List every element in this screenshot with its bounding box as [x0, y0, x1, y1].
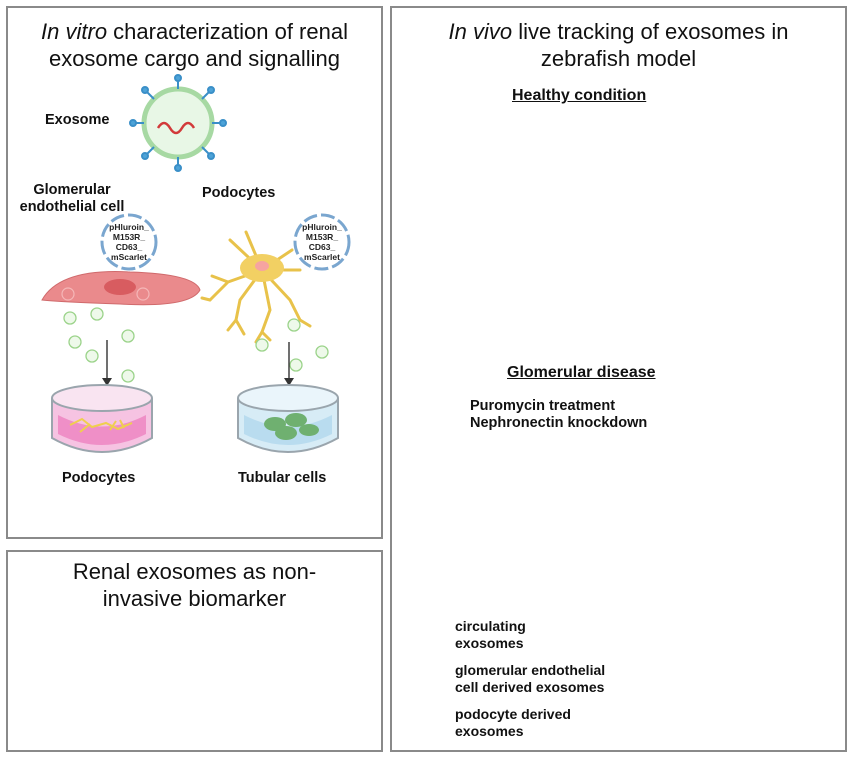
petri-dish-tubular — [237, 384, 339, 453]
arrow-down-right — [284, 342, 294, 386]
panel-biomarker-title: Renal exosomes as non- invasive biomarke… — [8, 558, 381, 612]
vivo-title-italic: In vivo — [448, 19, 513, 44]
treatment-label: Puromycin treatment Nephronectin knockdo… — [470, 398, 647, 432]
plasmid-left-label: pHluroin_ M153R_ CD63_ mScarlet — [102, 222, 156, 262]
plasmid-right — [293, 213, 351, 271]
gec-label-line2: endothelial cell — [19, 199, 125, 215]
healthy-condition-label: Healthy condition — [512, 87, 647, 104]
plasmid-line: CD63_ — [115, 242, 143, 252]
legend-label: podocyte derived — [455, 706, 571, 722]
plasmid-line: M153R_ — [112, 232, 146, 242]
panel-in-vivo: In vivo live tracking of exosomes in zeb… — [390, 6, 847, 752]
legend-endothelial: glomerular endothelial cell derived exos… — [455, 662, 605, 696]
legend-label: circulating — [455, 618, 526, 634]
title-rest: characterization of renal — [107, 19, 348, 44]
dish-right-label: Tubular cells — [238, 470, 327, 486]
plasmid-line: mScarlet — [111, 252, 147, 262]
legend-label: glomerular endothelial — [455, 662, 606, 678]
treatment-line2: Nephronectin knockdown — [470, 415, 648, 431]
exosome-label: Exosome — [45, 112, 110, 128]
plasmid-line: pHluroin_ — [109, 222, 149, 232]
panel-in-vitro-title: In vitro characterization of renal exoso… — [8, 18, 381, 72]
biomarker-title-line1: Renal exosomes as non- — [72, 559, 317, 584]
legend-podocyte: podocyte derived exosomes — [455, 706, 571, 740]
glomerular-disease-label: Glomerular disease — [507, 364, 656, 381]
dish-left-label: Podocytes — [62, 470, 136, 486]
gec-label-line1: Glomerular — [33, 182, 111, 198]
gec-label: Glomerular endothelial cell — [10, 182, 134, 216]
plasmid-line: mScarlet — [304, 252, 340, 262]
panel-in-vivo-title: In vivo live tracking of exosomes in zeb… — [392, 18, 845, 72]
title-italic: In vitro — [41, 19, 108, 44]
plasmid-right-label: pHluroin_ M153R_ CD63_ mScarlet — [295, 222, 349, 262]
vivo-title-line2: zebrafish model — [540, 46, 697, 71]
legend-circulating: circulating exosomes — [455, 618, 526, 652]
legend-label: exosomes — [455, 635, 524, 651]
released-exosomes-left — [63, 307, 135, 383]
petri-dish-podocytes — [51, 384, 153, 453]
plasmid-line: pHluroin_ — [302, 222, 342, 232]
endothelial-cell — [41, 271, 201, 306]
biomarker-title-line2: invasive biomarker — [102, 586, 287, 611]
plasmid-line: CD63_ — [308, 242, 336, 252]
arrow-down-left — [102, 340, 112, 386]
vivo-title-rest: live tracking of exosomes in — [512, 19, 789, 44]
treatment-line1: Puromycin treatment — [470, 398, 616, 414]
plasmid-left — [100, 213, 158, 271]
legend-label: exosomes — [455, 723, 524, 739]
released-exosomes-right — [255, 318, 329, 372]
podocytes-label: Podocytes — [202, 185, 276, 201]
panel-biomarker: Renal exosomes as non- invasive biomarke… — [6, 550, 383, 752]
exosome-illustration — [129, 74, 227, 172]
legend-label: cell derived exosomes — [455, 679, 605, 695]
podocyte-cell — [200, 230, 312, 344]
title-line2: exosome cargo and signalling — [48, 46, 341, 71]
plasmid-line: M153R_ — [305, 232, 339, 242]
